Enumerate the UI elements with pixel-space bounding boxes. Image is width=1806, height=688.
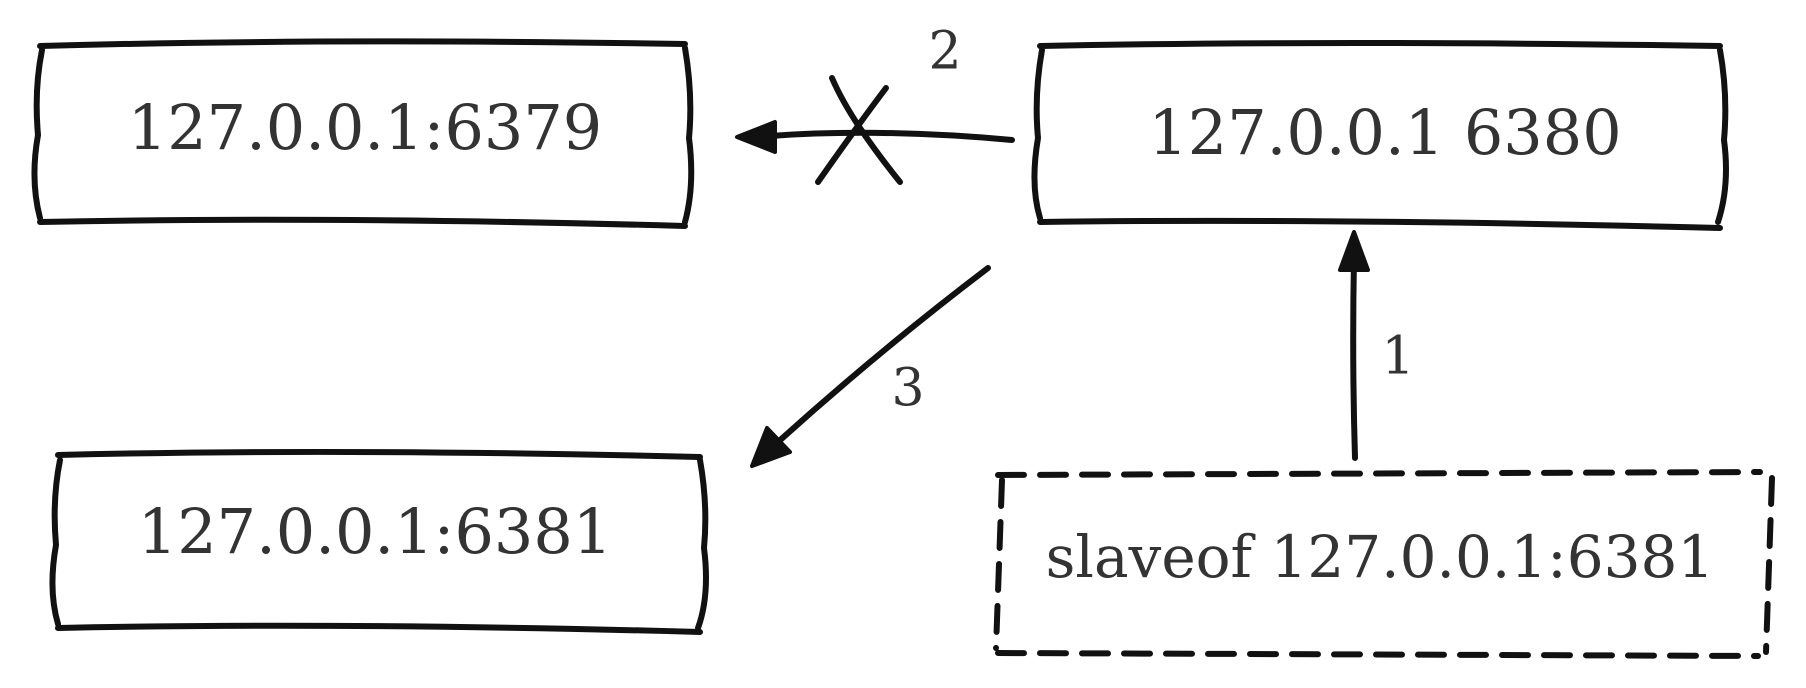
- edge-step-2: 2: [735, 22, 1015, 185]
- arrowhead: [750, 426, 792, 468]
- node-slave-6380-label: 127.0.0.1 6380: [1148, 96, 1621, 169]
- command-label: slaveof 127.0.0.1:6381: [1046, 523, 1715, 591]
- edge-step-3-label: 3: [891, 359, 924, 419]
- node-slave-6381-label: 127.0.0.1:6381: [138, 495, 612, 568]
- arrowhead: [1338, 230, 1370, 272]
- node-slave-6381: 127.0.0.1:6381: [49, 448, 709, 635]
- arrowhead: [735, 120, 777, 154]
- cross-mark: [815, 85, 889, 185]
- node-master-6379: 127.0.0.1:6379: [31, 38, 695, 229]
- edge-step-2-label: 2: [928, 22, 961, 82]
- node-slave-6380: 127.0.0.1 6380: [1031, 40, 1729, 231]
- edge-step-1: 1: [1338, 230, 1415, 461]
- command-box: slaveof 127.0.0.1:6381: [993, 469, 1775, 659]
- node-master-6379-label: 127.0.0.1:6379: [128, 91, 602, 164]
- edge-step-3: 3: [750, 265, 991, 468]
- edge-step-1-label: 1: [1381, 327, 1414, 387]
